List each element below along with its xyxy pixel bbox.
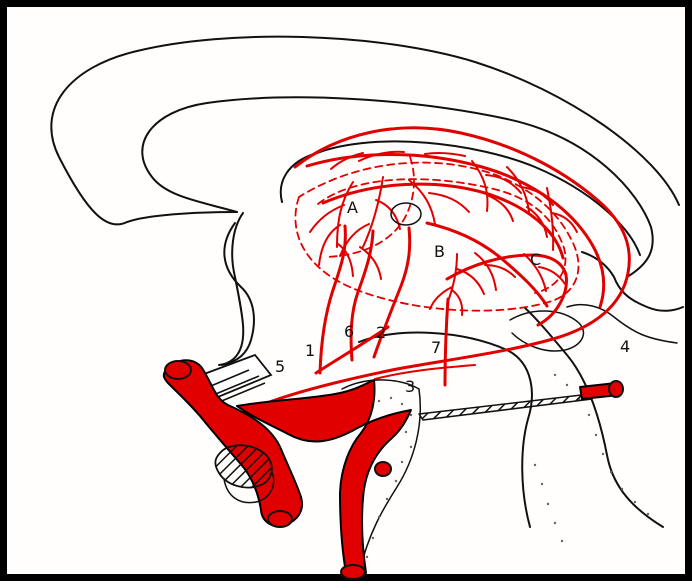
hatched-bar <box>419 394 592 420</box>
label-7: 7 <box>431 338 441 357</box>
label-1: 1 <box>305 341 315 360</box>
right-artery-end <box>609 381 623 397</box>
brain-vascular-diagram: A B C 1 6 2 7 3 5 4 <box>7 7 692 588</box>
label-c: C <box>530 250 541 269</box>
lower-right-branch <box>375 365 475 379</box>
label-a: A <box>347 198 358 217</box>
label-4: 4 <box>620 337 630 356</box>
small-artery-end <box>375 462 391 476</box>
lower-structure-outline <box>219 213 243 365</box>
branch-b-1 <box>430 254 484 315</box>
lower-choroidal-branch <box>447 255 566 325</box>
label-3: 3 <box>405 377 415 396</box>
label-2: 2 <box>376 323 386 342</box>
label-6: 6 <box>344 322 354 341</box>
left-artery-end <box>165 361 191 379</box>
left-artery-bottom-end <box>268 511 292 527</box>
small-oval <box>391 203 421 225</box>
posterior-curve <box>582 252 683 311</box>
basilar-bottom-end <box>341 565 365 579</box>
label-b: B <box>434 242 445 261</box>
label-5: 5 <box>275 357 285 376</box>
outer-cortex-outline <box>51 37 679 225</box>
vessel-7 <box>445 299 448 385</box>
